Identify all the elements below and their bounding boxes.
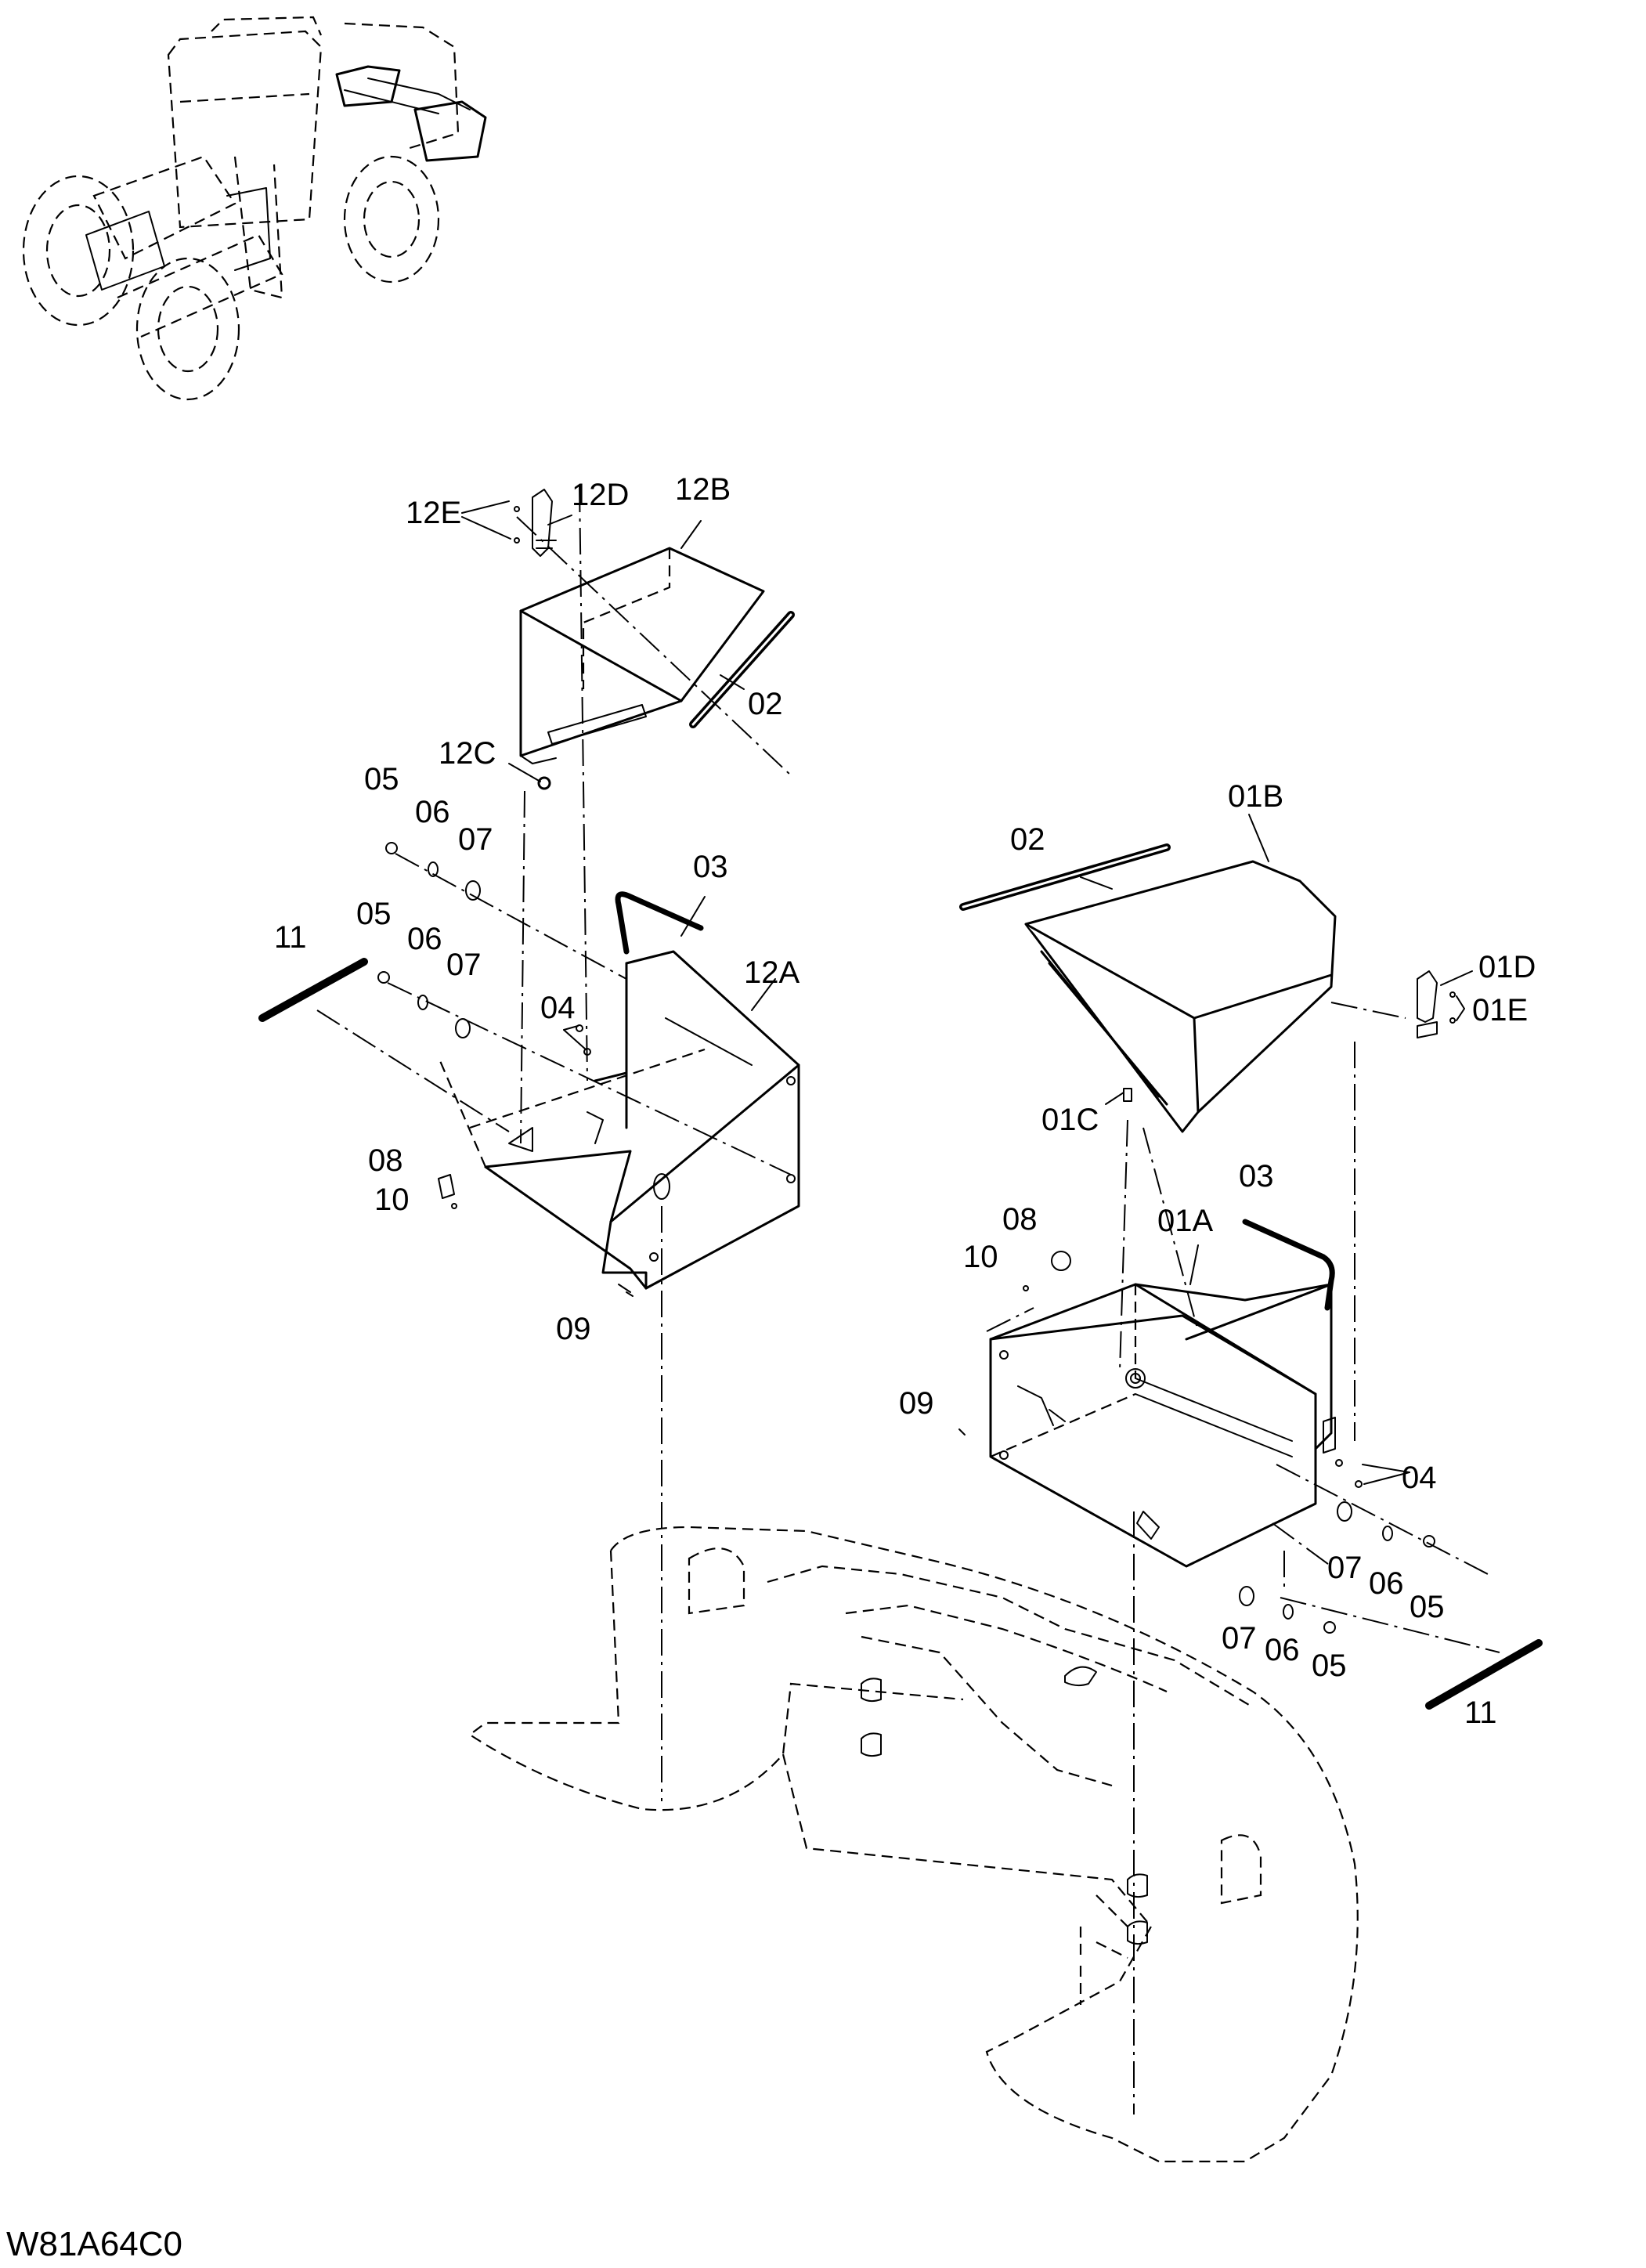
battery-cover-01B bbox=[1024, 860, 1337, 1133]
label-10-left: 10 bbox=[374, 1183, 410, 1217]
label-01A: 01A bbox=[1157, 1204, 1213, 1238]
rod-03-left bbox=[615, 891, 704, 955]
battery-box-01A bbox=[989, 1283, 1336, 1568]
label-12A: 12A bbox=[744, 955, 800, 990]
rod-02-left bbox=[689, 611, 795, 728]
label-12E: 12E bbox=[406, 496, 461, 530]
label-01D: 01D bbox=[1478, 950, 1536, 984]
rod-11-right bbox=[1425, 1639, 1543, 1710]
label-07-right-top: 07 bbox=[1327, 1551, 1363, 1585]
label-06-left-top: 06 bbox=[415, 795, 450, 829]
label-05-right-bottom: 05 bbox=[1312, 1649, 1347, 1683]
part-labels: 12E 12D 12B 02 12C 05 06 07 03 11 05 06 … bbox=[274, 472, 1536, 1730]
label-04-left: 04 bbox=[540, 991, 576, 1025]
label-05-right-top: 05 bbox=[1410, 1590, 1445, 1624]
rod-02-right bbox=[959, 843, 1171, 911]
label-12D: 12D bbox=[572, 478, 629, 512]
label-02-right: 02 bbox=[1010, 822, 1045, 857]
label-pointers bbox=[461, 500, 1473, 1485]
label-11-left: 11 bbox=[274, 920, 307, 955]
label-08-left: 08 bbox=[368, 1143, 403, 1178]
label-03-left: 03 bbox=[693, 850, 728, 884]
label-09-right: 09 bbox=[899, 1386, 934, 1421]
machine-overview-thumbnail bbox=[22, 16, 487, 401]
hardware-parts bbox=[377, 489, 1456, 1634]
label-11-right: 11 bbox=[1464, 1696, 1497, 1730]
battery-box-12A bbox=[437, 950, 800, 1290]
rod-03-right bbox=[1242, 1219, 1335, 1311]
counterweight bbox=[468, 1526, 1359, 2163]
label-05-left-top: 05 bbox=[364, 762, 399, 796]
rod-11-left bbox=[258, 958, 368, 1022]
label-06-right-top: 06 bbox=[1369, 1566, 1404, 1601]
label-01C: 01C bbox=[1041, 1103, 1099, 1137]
label-09-left: 09 bbox=[556, 1312, 591, 1346]
label-07-left-bottom: 07 bbox=[446, 948, 482, 982]
label-10-right: 10 bbox=[963, 1240, 998, 1274]
label-07-left-top: 07 bbox=[458, 822, 493, 857]
leader-lines bbox=[316, 485, 1500, 2115]
label-01E: 01E bbox=[1472, 993, 1528, 1027]
label-03-right: 03 bbox=[1239, 1159, 1274, 1194]
label-12B: 12B bbox=[675, 472, 731, 507]
label-08-right: 08 bbox=[1002, 1202, 1038, 1237]
label-05-left-bottom: 05 bbox=[356, 897, 392, 931]
label-06-right-bottom: 06 bbox=[1265, 1633, 1300, 1667]
label-02-left: 02 bbox=[748, 687, 783, 721]
label-07-right-bottom: 07 bbox=[1222, 1621, 1257, 1656]
label-01B: 01B bbox=[1228, 779, 1283, 814]
label-06-left-bottom: 06 bbox=[407, 922, 442, 956]
drawing-code: W81A64C0 bbox=[6, 2225, 182, 2263]
label-04-right: 04 bbox=[1402, 1461, 1437, 1495]
label-12C: 12C bbox=[439, 736, 496, 771]
battery-cover-12B bbox=[519, 547, 765, 764]
